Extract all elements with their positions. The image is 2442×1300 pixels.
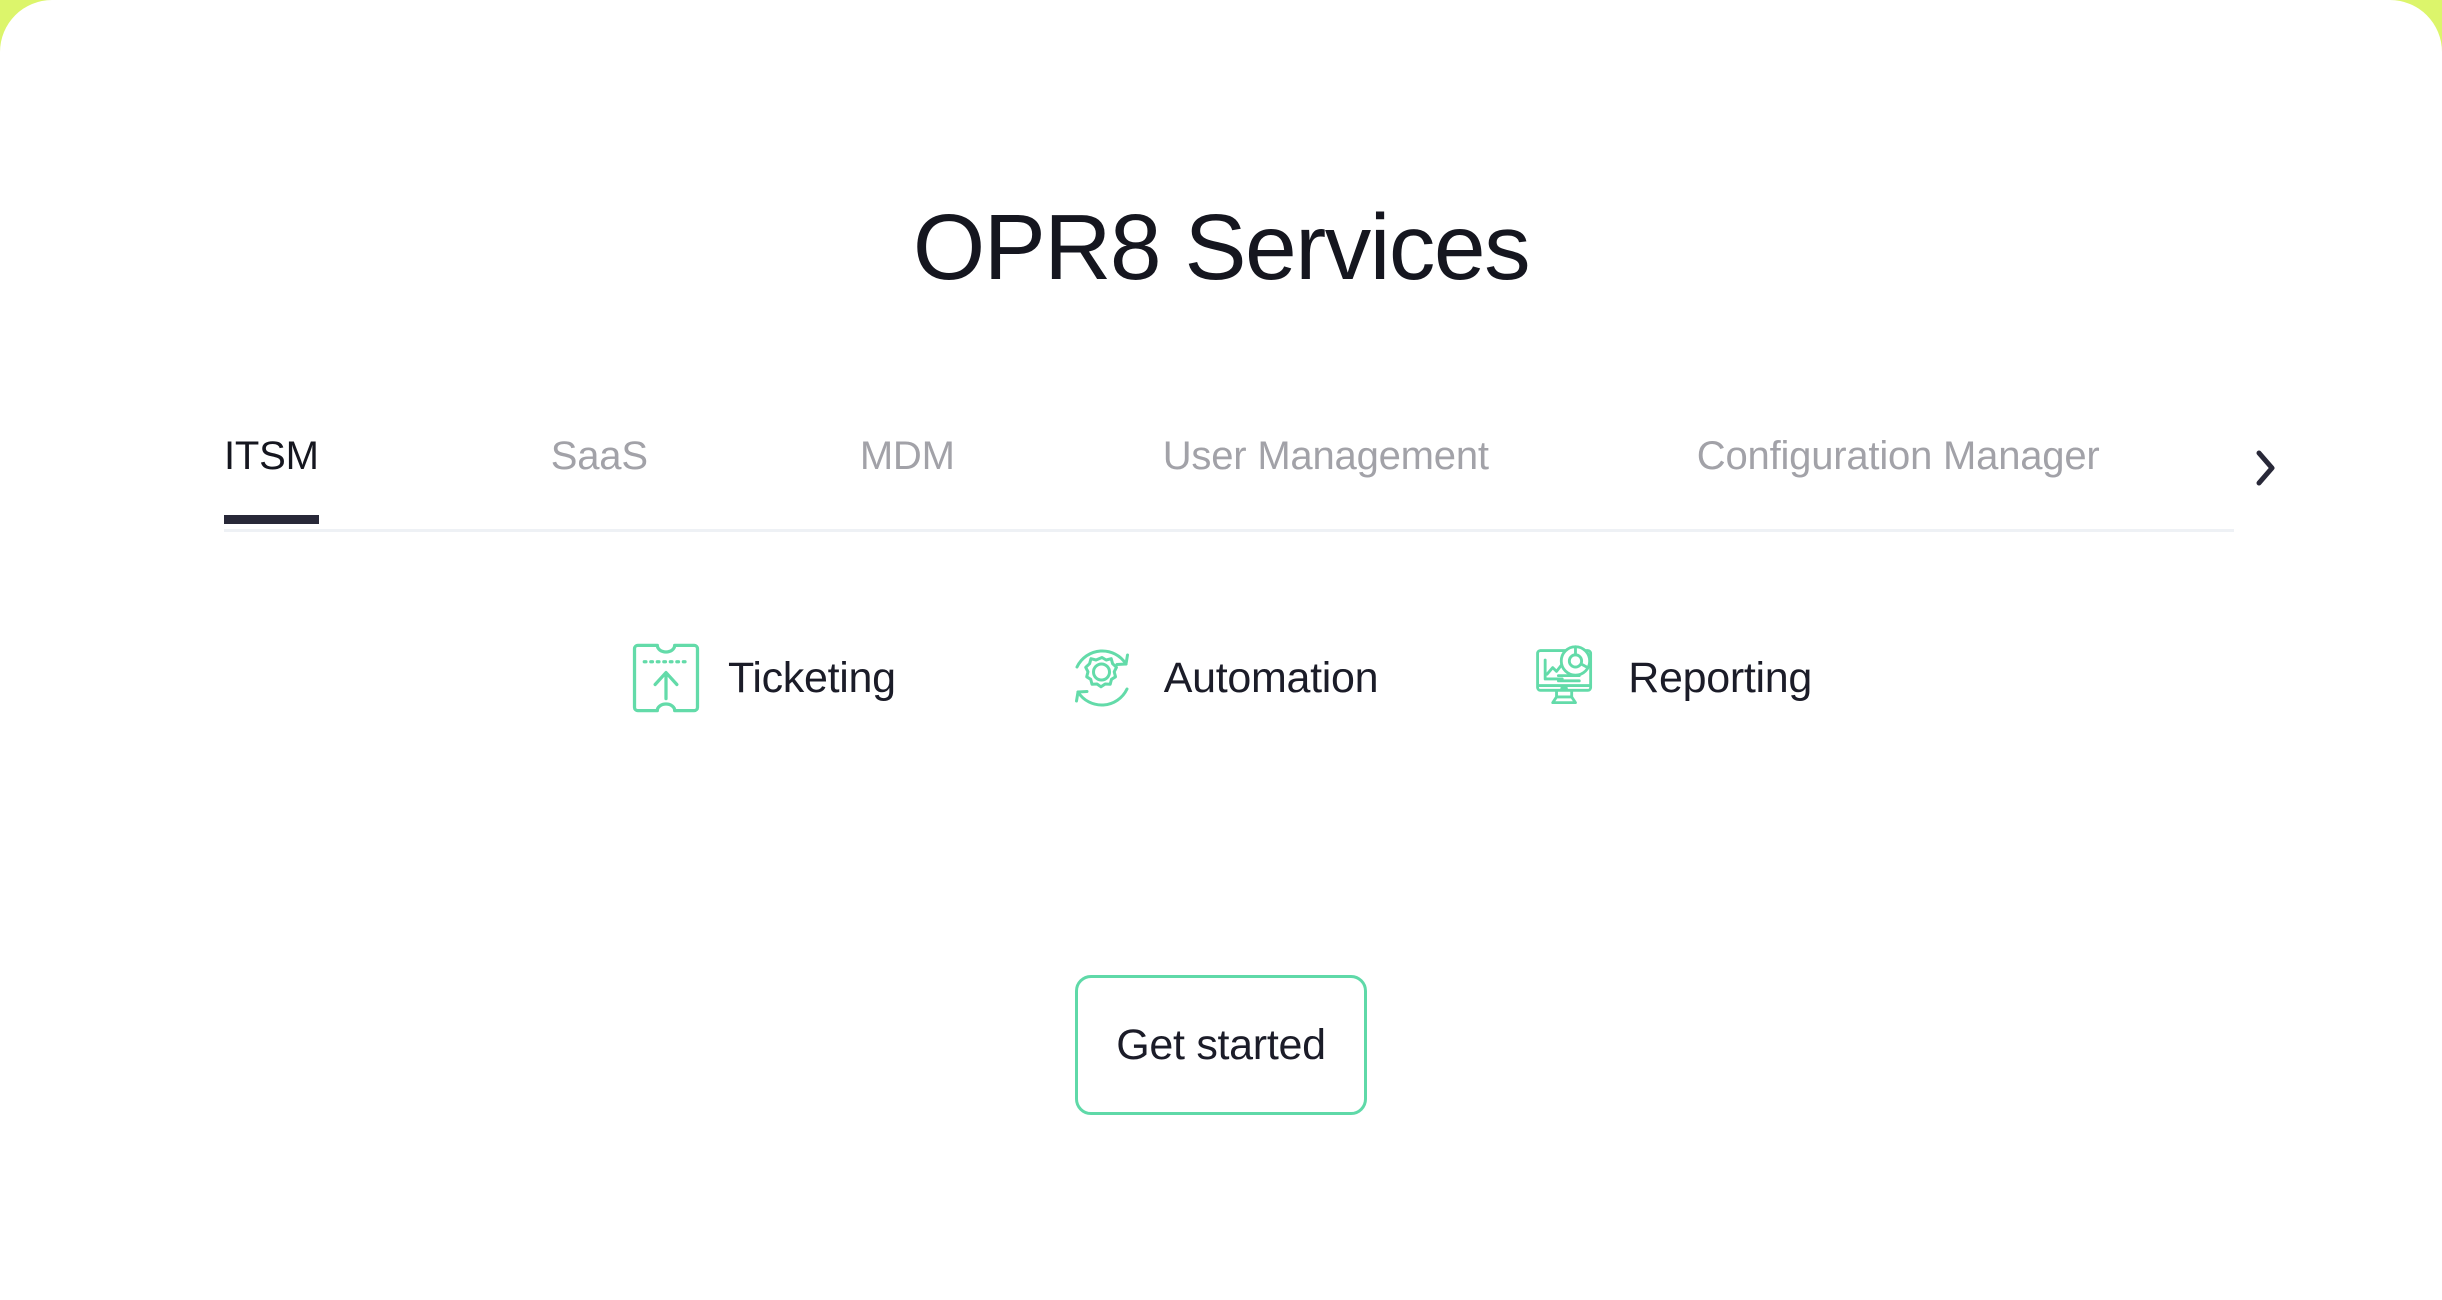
- tab-mdm[interactable]: MDM: [860, 424, 955, 479]
- tab-list: ITSM SaaS MDM User Management Configurat…: [224, 424, 2100, 532]
- tab-saas-label: SaaS: [550, 434, 648, 478]
- feature-reporting[interactable]: Reporting: [1530, 640, 1812, 716]
- page-title: OPR8 Services: [912, 195, 1531, 299]
- cta-container: Get started: [0, 975, 2442, 1115]
- tab-bar: ITSM SaaS MDM User Management Configurat…: [224, 424, 2275, 532]
- tab-itsm-label: ITSM: [224, 434, 319, 478]
- feature-reporting-label: Reporting: [1628, 653, 1813, 702]
- feature-list: Ticketing Automation: [0, 640, 2442, 716]
- tab-user-management-label: User Management: [1162, 434, 1489, 478]
- feature-automation[interactable]: Automation: [1066, 640, 1379, 716]
- gear-refresh-icon: [1074, 649, 1129, 707]
- ticket-icon: [632, 643, 700, 713]
- monitor-chart-icon: [1536, 645, 1593, 705]
- tab-scroll-next-button[interactable]: [2244, 446, 2288, 490]
- tab-user-management[interactable]: User Management: [1163, 424, 1489, 479]
- tab-saas[interactable]: SaaS: [551, 424, 648, 479]
- get-started-button[interactable]: Get started: [1075, 975, 1367, 1115]
- tab-configuration-manager-label: Configuration Manager: [1696, 434, 2100, 478]
- feature-ticketing[interactable]: Ticketing: [630, 640, 896, 716]
- tab-itsm[interactable]: ITSM: [224, 424, 319, 524]
- feature-automation-label: Automation: [1163, 653, 1379, 702]
- tab-configuration-manager[interactable]: Configuration Manager: [1697, 424, 2100, 479]
- chevron-right-icon: [2256, 450, 2275, 486]
- feature-ticketing-label: Ticketing: [727, 653, 896, 702]
- tab-mdm-label: MDM: [859, 434, 955, 478]
- tab-active-underline: [224, 515, 319, 524]
- tab-bar-divider: [224, 529, 2234, 532]
